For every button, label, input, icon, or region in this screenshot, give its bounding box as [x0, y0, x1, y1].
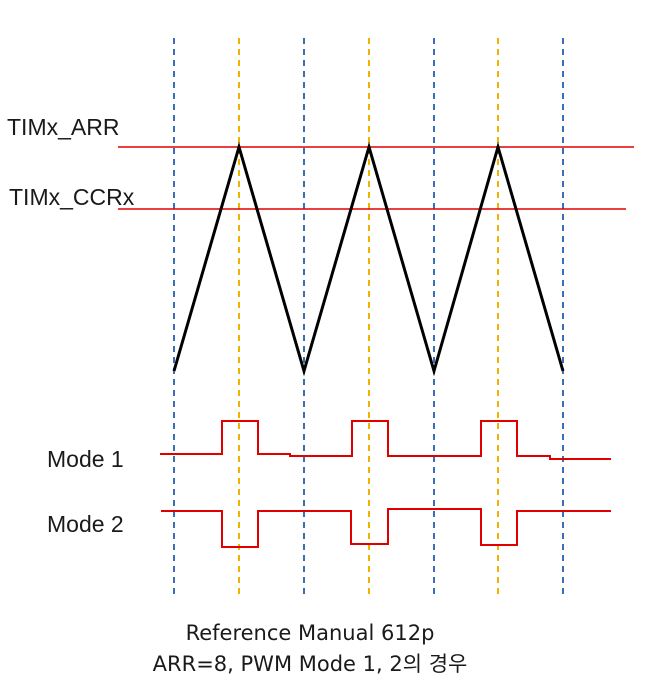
ccr-label: TIMx_CCRx	[9, 184, 135, 210]
caption-line1: Reference Manual 612p	[186, 621, 435, 645]
counter-waveform	[172, 141, 565, 377]
mode2-label: Mode 2	[47, 511, 124, 537]
caption-line2: ARR=8, PWM Mode 1, 2의 경우	[153, 652, 468, 676]
mode2-waveform	[161, 508, 611, 548]
arr-label: TIMx_ARR	[7, 114, 119, 140]
mode1-label: Mode 1	[47, 446, 124, 472]
mode1-waveform	[160, 420, 611, 460]
